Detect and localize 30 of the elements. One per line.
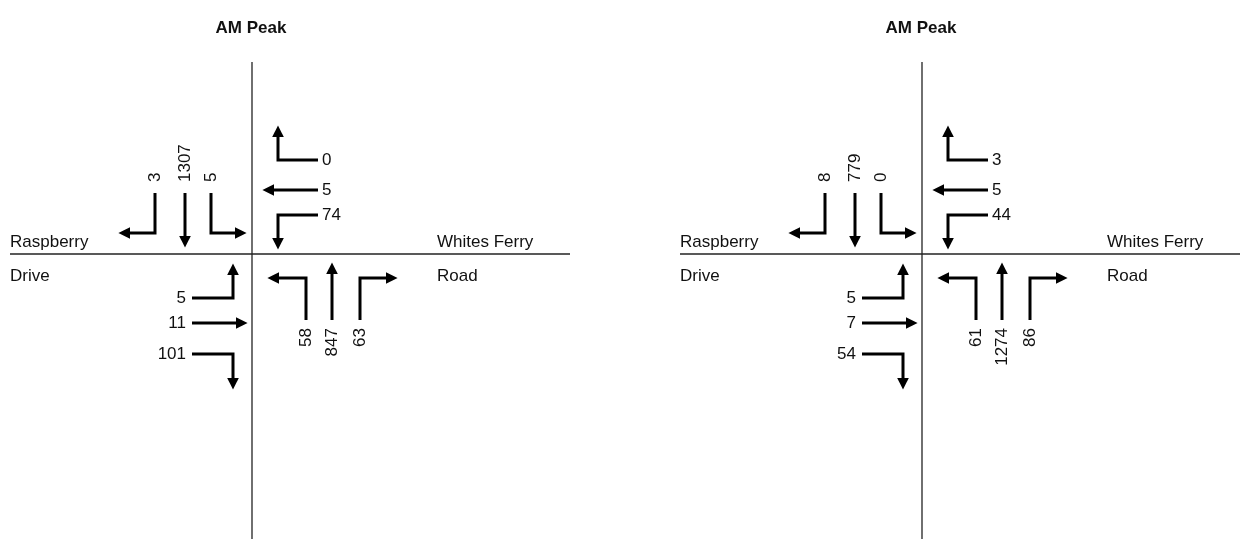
panel-heading: AM Peak xyxy=(885,18,957,38)
volume-count: 74 xyxy=(322,205,341,225)
volume-count: 5 xyxy=(322,180,332,200)
volume-count: 5 xyxy=(992,180,1002,200)
volume-count: 3 xyxy=(992,150,1002,170)
volume-count: 5 xyxy=(846,288,856,308)
volume-count: 7 xyxy=(846,313,856,333)
street-name: Raspberry Drive xyxy=(680,231,760,287)
volume-count: 54 xyxy=(837,344,856,364)
street-name: Whites Ferry Road xyxy=(1107,231,1205,287)
volume-count: 11 xyxy=(168,313,186,333)
panel-heading: AM Peak xyxy=(215,18,287,38)
volume-count: 0 xyxy=(322,150,332,170)
volume-count: 3 xyxy=(145,172,165,182)
volume-count: 44 xyxy=(992,205,1011,225)
volume-count: 5 xyxy=(201,172,221,182)
volume-count: 63 xyxy=(350,328,370,347)
volume-count: 0 xyxy=(871,172,891,182)
volume-count: 847 xyxy=(322,328,342,357)
volume-count: 1307 xyxy=(175,144,195,182)
street-name: Raspberry Drive xyxy=(10,231,90,287)
volume-count: 58 xyxy=(296,328,316,347)
volume-count: 1274 xyxy=(992,328,1012,366)
volume-count: 101 xyxy=(157,344,186,364)
volume-count: 86 xyxy=(1020,328,1040,347)
volume-count: 8 xyxy=(815,172,835,182)
volume-count: 779 xyxy=(845,153,865,182)
volume-count: 5 xyxy=(176,288,186,308)
street-name: Whites Ferry Road xyxy=(437,231,535,287)
volume-count: 61 xyxy=(966,328,986,347)
